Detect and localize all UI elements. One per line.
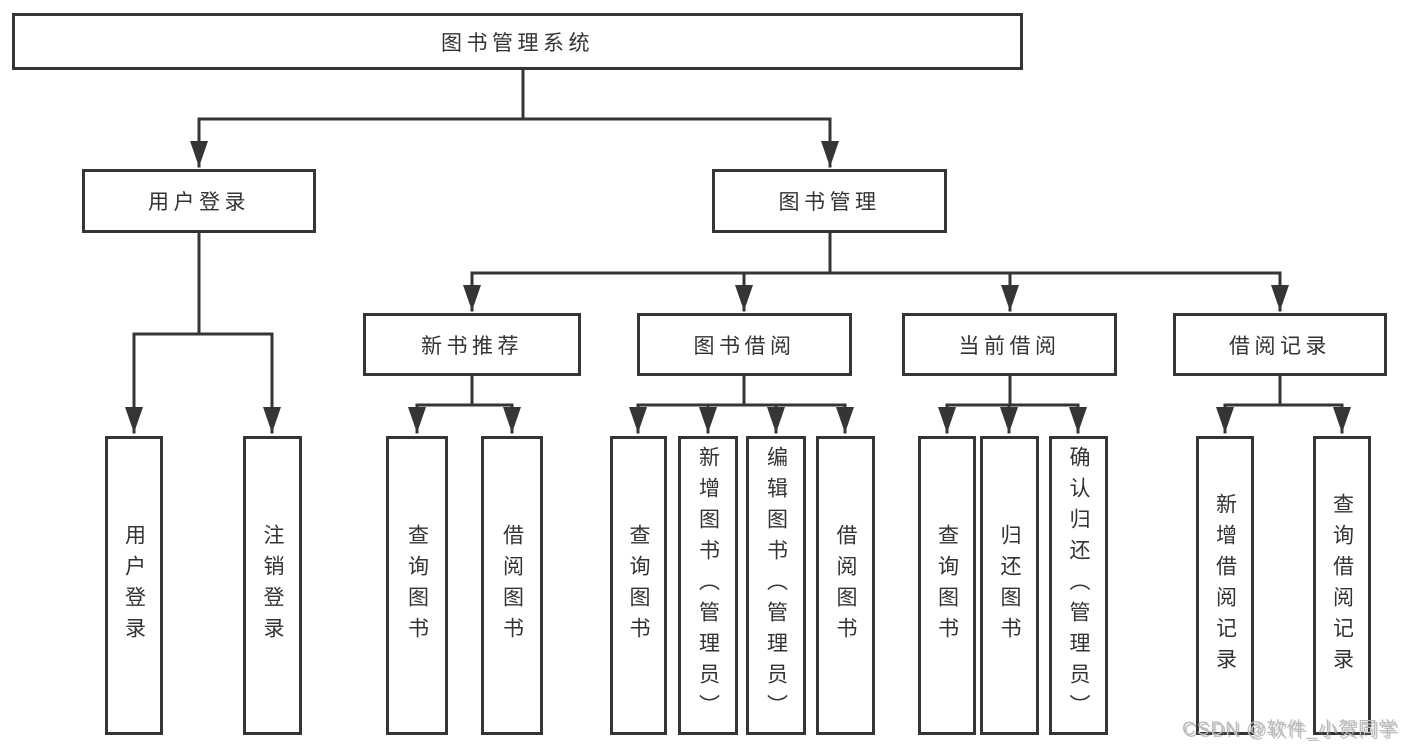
node-book-management: 图书管理 [712, 169, 947, 233]
node-user-login: 用户登录 [82, 169, 316, 233]
csdn-watermark: CSDN @软件_小贺同学 [1182, 719, 1398, 740]
leaf-return-books: 归还图书 [980, 436, 1039, 735]
leaf-query-borrow-record: 查询借阅记录 [1313, 436, 1371, 735]
node-library-management-system: 图书管理系统 [12, 13, 1023, 70]
leaf-logout: 注销登录 [243, 436, 302, 735]
leaf-query-books-3: 查询图书 [918, 436, 976, 735]
leaf-borrow-books: 借阅图书 [481, 436, 543, 735]
leaf-user-login: 用户登录 [105, 436, 163, 735]
leaf-edit-books-admin: 编辑图书（管理员） [746, 436, 806, 735]
node-borrowing-records: 借阅记录 [1173, 313, 1387, 376]
leaf-add-books-admin: 新增图书（管理员） [678, 436, 738, 735]
leaf-borrow-books-2: 借阅图书 [816, 436, 875, 735]
leaf-query-books-2: 查询图书 [610, 436, 667, 735]
leaf-query-books: 查询图书 [386, 436, 448, 735]
leaf-add-borrow-record: 新增借阅记录 [1196, 436, 1254, 735]
node-current-borrowing: 当前借阅 [902, 313, 1117, 376]
leaf-confirm-return-admin: 确认归还（管理员） [1049, 436, 1108, 735]
node-book-borrowing: 图书借阅 [637, 313, 852, 376]
node-new-book-recommendation: 新书推荐 [363, 313, 581, 376]
